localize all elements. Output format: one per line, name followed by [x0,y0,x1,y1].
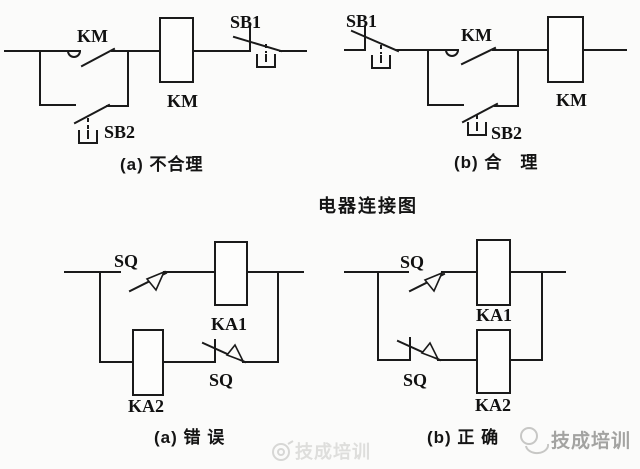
ka1-coil [476,239,511,306]
km-no-contact-blade-icon [460,46,497,66]
km-coil-label: KM [556,90,587,110]
sb2-label: SB2 [104,122,136,142]
sb1-nc-contact-blade-icon [232,35,283,53]
caption-a-wrong: (a) 错 误 [154,428,226,447]
sq-nc-label: SQ [403,370,428,390]
sq-no-label: SQ [114,251,139,271]
pushbutton-head-icon [371,55,391,69]
sb1-label: SB1 [346,11,378,31]
figure-title: 电器连接图 [318,196,418,216]
caption-b-correct: (b) 正 确 [427,428,500,447]
pushbutton-head-icon [467,122,487,136]
ka1-coil-label: KA1 [211,314,247,334]
caption-a-unreasonable: (a) 不合理 [120,155,204,174]
no-contact-arc-icon [444,48,460,57]
ka1-coil [214,241,248,306]
watermark-text-right: 技成培训 [551,431,632,452]
ka2-coil-label: KA2 [128,396,164,416]
limit-switch-triangle-icon [420,341,440,361]
km-coil [159,17,194,83]
limit-switch-triangle-icon [225,343,245,363]
diagram-b-correct [344,239,566,394]
diagram-b-reasonable [344,16,627,136]
limit-switch-triangle-icon [145,270,166,292]
pushbutton-head-icon [78,130,98,144]
ka2-coil-label: KA2 [475,395,511,415]
watermark-logo-right-icon [520,427,550,455]
sb2-no-contact-blade-icon [461,102,499,124]
km-contact-label: KM [77,26,108,46]
km-contact-label: KM [461,25,492,45]
sq-nc-label: SQ [209,370,234,390]
watermark-logo-center-icon [272,440,294,461]
ka2-coil [476,329,511,394]
ka1-coil-label: KA1 [476,305,512,325]
km-no-contact-blade-icon [80,47,116,68]
sq-no-label: SQ [400,252,425,272]
sb2-no-contact-blade-icon [73,103,111,125]
watermark-text-center: 技成培训 [295,442,371,462]
no-contact-arc-icon [66,49,82,58]
km-coil [547,16,584,83]
diagram-a-unreasonable [4,17,307,144]
pushbutton-head-icon [256,54,276,68]
limit-switch-triangle-icon [423,271,444,293]
diagram-a-wrong [64,241,304,396]
sb2-label: SB2 [491,123,523,143]
caption-b-reasonable: (b) 合 理 [454,153,539,172]
ka2-coil [132,329,164,396]
sb1-label: SB1 [230,12,262,32]
sb1-nc-contact-blade-icon [350,29,400,53]
km-coil-label: KM [167,91,198,111]
